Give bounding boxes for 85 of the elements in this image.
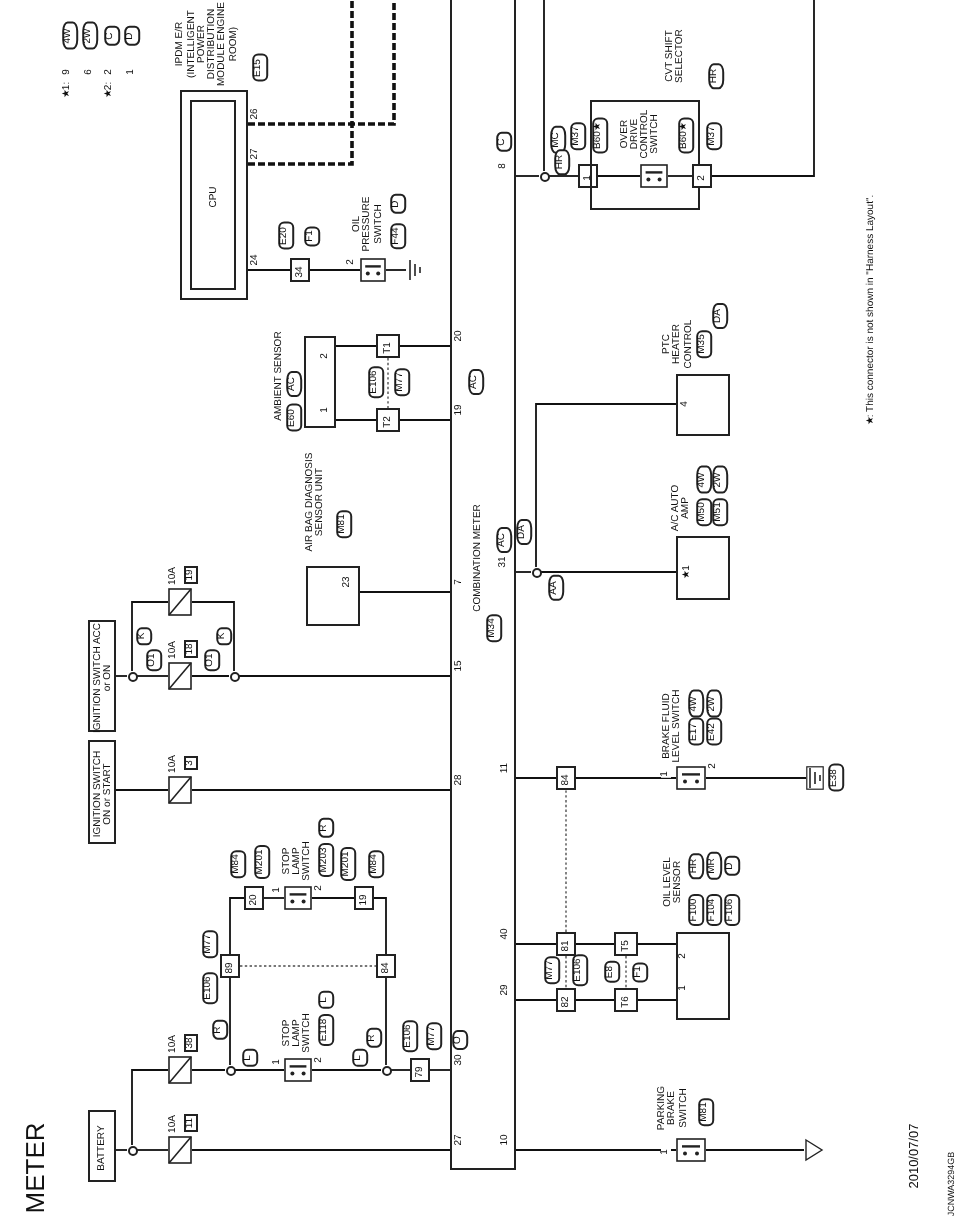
wire <box>191 1149 451 1151</box>
wire <box>515 175 540 177</box>
wire <box>373 897 387 955</box>
wire <box>390 1069 411 1071</box>
connector-box <box>556 766 576 790</box>
connector-box <box>614 932 638 956</box>
battery-box <box>88 1110 116 1182</box>
wire <box>309 269 361 271</box>
connector-box <box>376 954 396 978</box>
wire <box>667 175 693 177</box>
wire <box>359 591 451 593</box>
wire <box>637 999 677 1001</box>
connector-box <box>410 1058 430 1082</box>
wire <box>247 269 291 271</box>
wire <box>136 675 169 677</box>
junction-dot <box>127 1145 137 1155</box>
wire <box>705 777 807 779</box>
wire <box>234 1069 285 1071</box>
wire <box>399 419 451 421</box>
wire <box>575 943 615 945</box>
wire <box>637 943 677 945</box>
connector-link-line <box>625 955 627 989</box>
connector-box <box>556 932 576 956</box>
wire <box>597 175 641 177</box>
meter-box <box>450 0 516 1170</box>
communication-line <box>248 0 354 166</box>
wire <box>191 675 230 677</box>
wire <box>115 1149 128 1151</box>
connector-link-line <box>565 955 567 989</box>
connector-box <box>578 164 598 188</box>
wire <box>515 777 557 779</box>
wire <box>263 897 285 899</box>
wire <box>540 571 677 573</box>
junction-dot <box>381 1065 391 1075</box>
wire <box>229 977 231 1066</box>
junction-dot <box>127 671 137 681</box>
wire <box>711 0 815 177</box>
wire <box>238 675 451 677</box>
wire <box>548 175 579 177</box>
wire <box>191 789 451 791</box>
wire <box>335 345 377 347</box>
cpu-box <box>190 100 236 290</box>
wire <box>429 1069 451 1071</box>
wire <box>385 269 407 271</box>
wire <box>515 1149 677 1151</box>
wire <box>191 1069 226 1071</box>
junction-dot <box>229 671 239 681</box>
connector-box <box>244 886 264 910</box>
wire <box>335 419 377 421</box>
wire <box>705 1149 805 1151</box>
connector-box <box>290 258 310 282</box>
wire <box>515 571 532 573</box>
wire <box>131 601 169 672</box>
wire <box>575 777 677 779</box>
wire <box>311 1069 382 1071</box>
wire <box>229 897 245 955</box>
diagram-title: METER <box>22 1122 50 1214</box>
junction-dot <box>539 171 549 181</box>
wire <box>115 789 169 791</box>
wire <box>543 0 545 172</box>
connector-box <box>354 886 374 910</box>
ignition-switch-box <box>88 740 116 844</box>
wire <box>311 897 355 899</box>
ignition-switch-box <box>88 620 116 732</box>
connector-box <box>376 408 400 432</box>
connector-box <box>376 334 400 358</box>
connector-box <box>220 954 240 978</box>
wire <box>399 345 451 347</box>
communication-line <box>248 0 396 126</box>
junction-dot <box>225 1065 235 1075</box>
connector-box <box>692 164 712 188</box>
wire <box>115 675 128 677</box>
connector-link-line <box>239 965 377 967</box>
wire <box>385 977 387 1066</box>
wire <box>136 1149 169 1151</box>
wire <box>515 999 557 1001</box>
connector-link-line <box>387 357 389 409</box>
wire <box>131 1069 169 1146</box>
junction-dot <box>531 567 541 577</box>
connector-box <box>614 988 638 1012</box>
connector-box <box>556 988 576 1012</box>
wire <box>575 999 615 1001</box>
wire <box>515 943 557 945</box>
wire <box>191 601 235 672</box>
wire <box>535 403 677 568</box>
